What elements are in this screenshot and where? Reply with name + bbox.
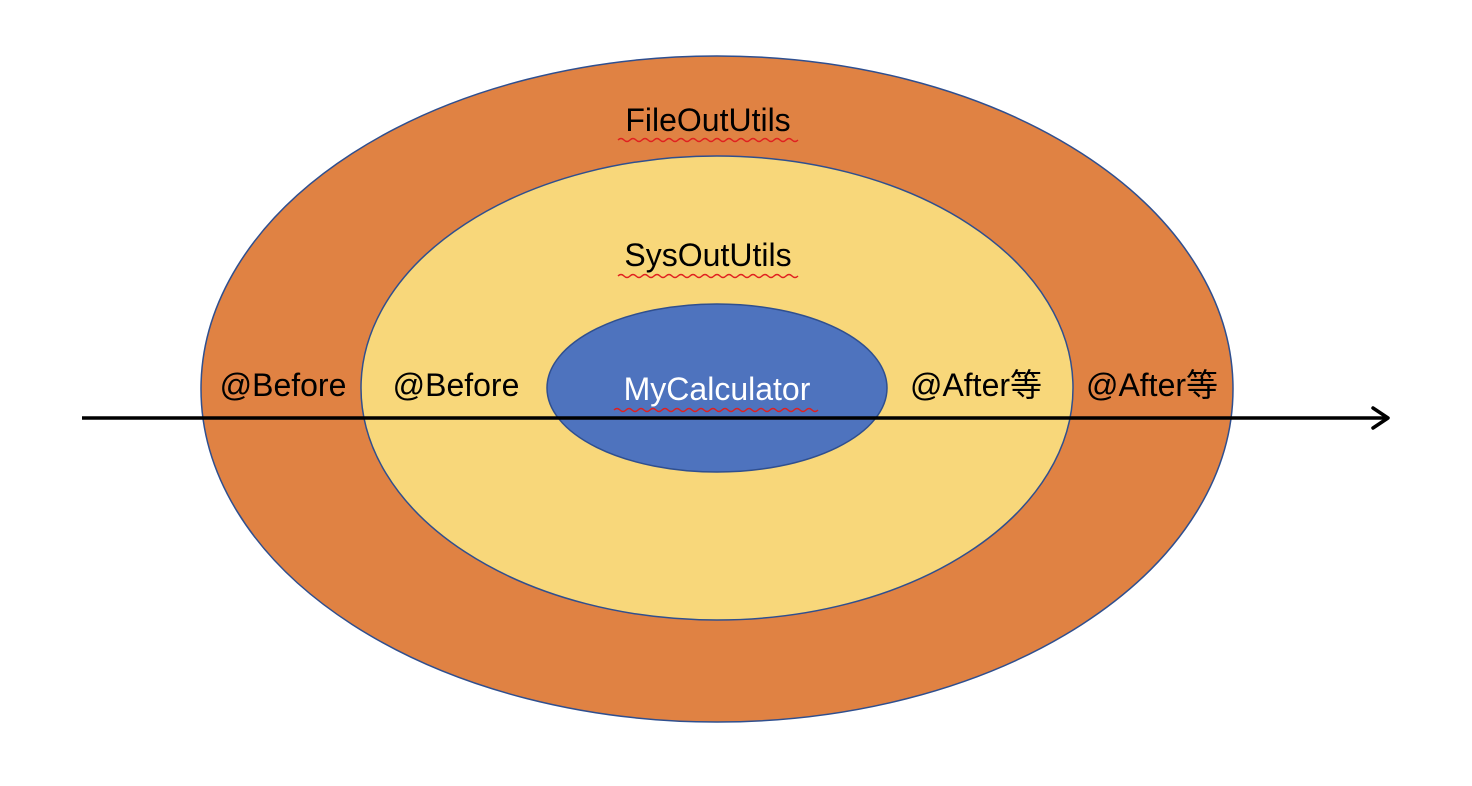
spellcheck-underline: [617, 273, 799, 279]
middle-before-label: @Before: [393, 367, 520, 403]
core-label: MyCalculator: [624, 371, 811, 407]
middle-layer-label: SysOutUtils: [624, 237, 791, 273]
middle-after-label: @After等: [910, 367, 1042, 403]
outer-before-label: @Before: [220, 367, 347, 403]
arrow-head-icon: [1371, 406, 1390, 430]
spellcheck-underline: [617, 137, 799, 143]
core-ellipse: [546, 303, 888, 473]
spellcheck-underline: [613, 407, 819, 413]
outer-layer-label: FileOutUtils: [625, 102, 790, 138]
outer-after-label: @After等: [1086, 367, 1218, 403]
